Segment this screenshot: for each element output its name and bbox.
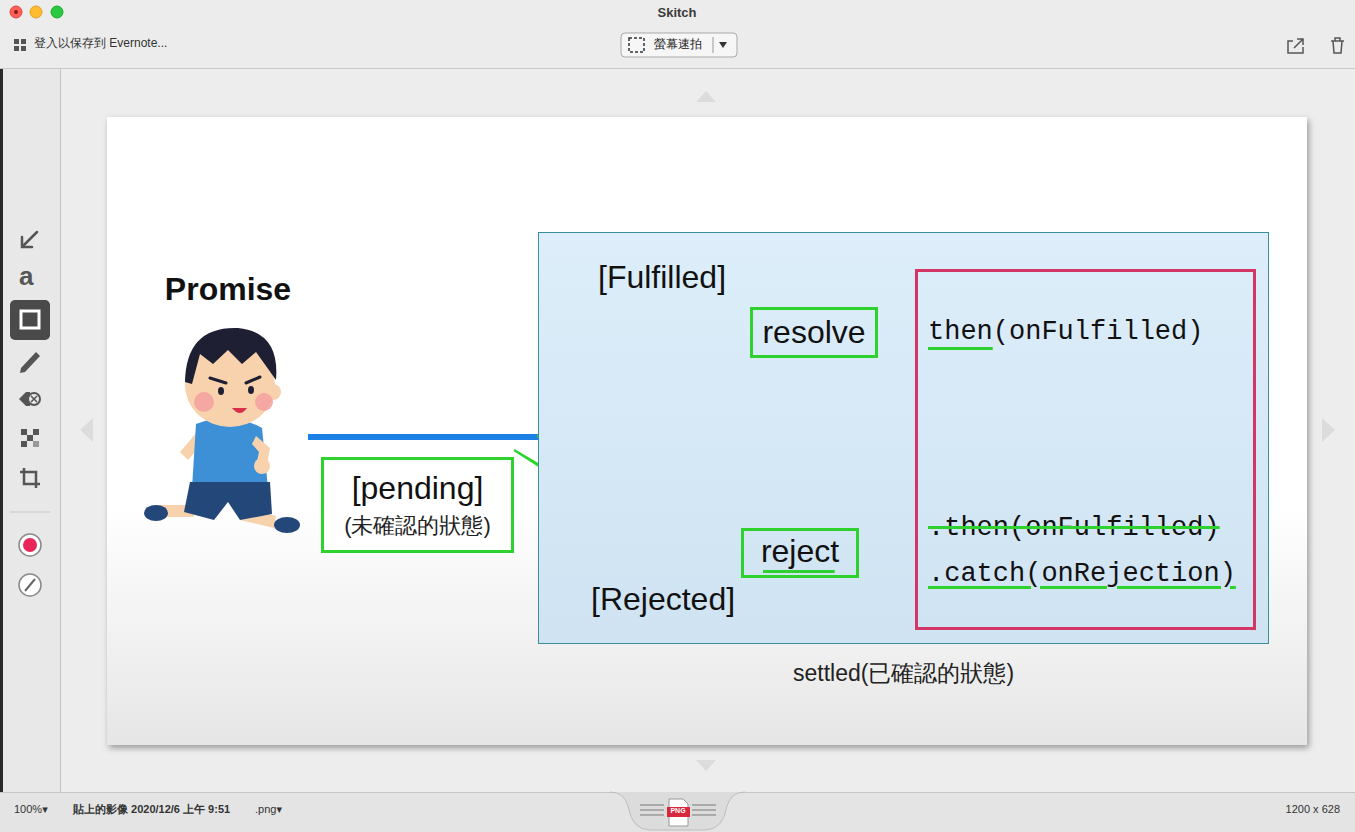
pixel — [33, 429, 39, 435]
grid-cell — [14, 39, 19, 44]
process-box: resolve — [750, 307, 878, 358]
nav-arrow — [696, 760, 716, 771]
trash-icon — [1331, 38, 1344, 53]
png-badge: PNG — [670, 807, 685, 815]
nav-arrow — [696, 91, 716, 102]
toolbar-border — [0, 68, 1355, 69]
toolbar-ground — [0, 0, 1355, 68]
tab-line — [640, 809, 664, 811]
function-name: resolve — [762, 314, 865, 351]
zoom-level: 100%▾ — [14, 803, 48, 816]
image-name: 貼上的影像 2020/12/6 上午 9:51 — [73, 803, 230, 816]
capture-icon — [629, 38, 644, 52]
button-divider — [713, 37, 714, 53]
grid-icon — [14, 39, 26, 51]
text-tool-icon: a — [19, 262, 33, 292]
code-line: .then(onFulfilled) — [928, 510, 1220, 546]
capture-button — [621, 33, 737, 57]
grid-cell — [21, 39, 26, 44]
color-well — [19, 534, 41, 556]
selected-tool — [10, 300, 50, 340]
format-tab — [610, 792, 745, 830]
pixel — [33, 441, 39, 447]
actor-name: Promise — [165, 271, 291, 308]
sidebar-separator — [10, 512, 50, 513]
capture-button-text: 螢幕速拍 — [654, 38, 702, 52]
grid-cell — [21, 46, 26, 51]
code-line: then(onFulfilled) — [928, 314, 1203, 350]
fist — [254, 458, 270, 474]
file-icon-band — [667, 807, 690, 817]
state-box: [pending] (未確認的狀態) — [321, 457, 514, 553]
trash-shape — [1331, 38, 1344, 53]
image-size: 1200 x 628 — [1286, 803, 1340, 816]
pixel — [27, 435, 33, 441]
shirt — [192, 418, 268, 493]
eraser-tool — [19, 392, 40, 406]
eraser-cross — [31, 396, 37, 402]
arrow-head — [22, 237, 32, 247]
rect-tool — [21, 311, 39, 328]
file-format: .png▾ — [255, 803, 282, 816]
promise-actor: Promise — [148, 265, 308, 545]
close-dot — [14, 10, 18, 14]
nav-arrow — [80, 418, 93, 442]
mouth — [232, 408, 247, 413]
window-edge — [0, 69, 3, 792]
status-bar — [0, 792, 1355, 832]
pen-tool — [20, 352, 40, 373]
dropdown-arrow — [719, 42, 727, 48]
crop-tool — [20, 468, 40, 488]
process-box: reject — [741, 528, 859, 578]
state-name: [pending] — [352, 470, 484, 507]
stroke-sample — [25, 579, 35, 591]
tab-line — [692, 809, 716, 811]
state-label: [Fulfilled] — [598, 259, 726, 296]
front-shoe — [274, 517, 300, 533]
eyebrows — [210, 377, 260, 383]
slide — [107, 117, 1307, 745]
nav-arrow — [1322, 418, 1335, 442]
arrow-shaft — [23, 232, 37, 246]
color-swatch — [23, 538, 37, 552]
pixelate-tool — [21, 429, 39, 447]
eye — [218, 387, 224, 395]
hair — [185, 328, 276, 384]
share-icon — [1288, 39, 1303, 53]
arrow-tool — [22, 232, 37, 247]
grid-cell — [14, 46, 19, 51]
tab-line — [640, 804, 664, 806]
tab-line — [640, 814, 664, 816]
function-name: reject — [761, 533, 839, 573]
login-hint: 登入以保存到 Evernote... — [34, 37, 167, 51]
code-line: .catch(onRejection) — [928, 556, 1236, 592]
pixel — [21, 429, 27, 435]
eraser-circle — [28, 393, 40, 405]
tab-line — [692, 814, 716, 816]
canvas-ground — [61, 69, 1355, 792]
cheek — [194, 392, 214, 412]
state-note: (未確認的狀態) — [344, 513, 491, 539]
file-icon — [669, 799, 688, 826]
cheek — [255, 393, 273, 411]
share-arrow — [1294, 39, 1303, 48]
stroke-well — [19, 574, 41, 596]
pixel — [21, 441, 27, 447]
eye — [248, 386, 254, 394]
handler-box: then(onFulfilled) .then(onFulfilled) .catc… — [915, 269, 1256, 630]
region-caption: settled(已確認的狀態) — [793, 660, 1014, 688]
tool-sidebar — [0, 69, 60, 792]
zoom-button — [51, 6, 63, 18]
state-label: [Rejected] — [591, 581, 735, 618]
minimize-button — [30, 6, 42, 18]
back-shoe — [144, 505, 168, 521]
window-title: Skitch — [657, 6, 696, 21]
close-button — [10, 6, 22, 18]
sidebar-border — [60, 69, 61, 792]
shorts — [184, 482, 272, 520]
tab-line — [692, 804, 716, 806]
